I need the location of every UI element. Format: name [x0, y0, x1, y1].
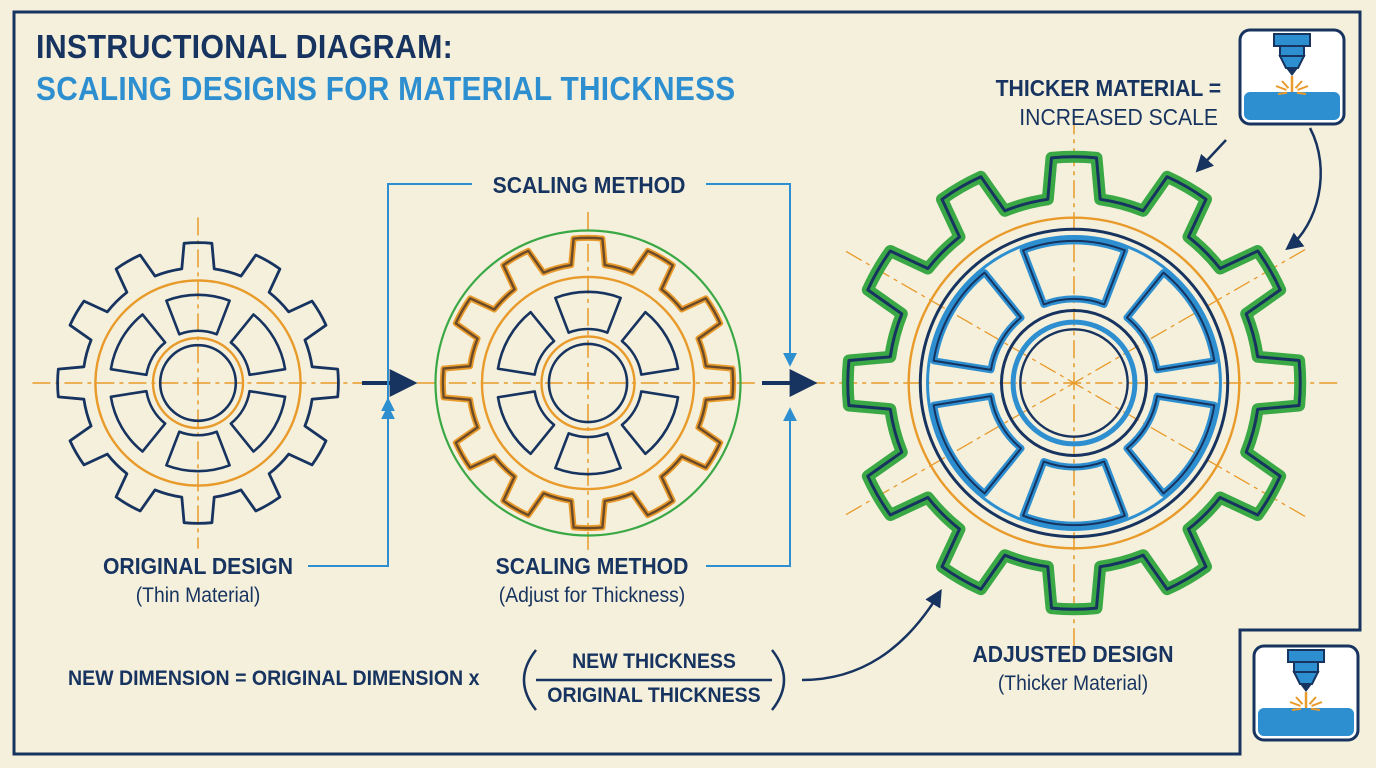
gear-outline	[441, 236, 735, 530]
laser-tip	[1286, 68, 1298, 76]
gear-window	[1125, 271, 1216, 371]
gear-window	[554, 432, 622, 476]
gear-window	[109, 389, 167, 453]
gear-window	[165, 430, 231, 473]
scaling-method-subtitle: (Adjust for Thickness)	[498, 584, 686, 607]
laser-spark	[1281, 80, 1290, 89]
pitch-circle	[907, 216, 1241, 550]
laser-spark	[1277, 91, 1288, 95]
gear-window	[229, 313, 287, 377]
gear-window	[1125, 395, 1216, 495]
laser-spark	[1296, 91, 1307, 95]
laser-spark	[1291, 707, 1302, 711]
formula-arrow	[801, 589, 942, 682]
scaling-method-gear	[416, 211, 760, 555]
adjusted-design-subtitle: (Thicker Material)	[997, 672, 1149, 695]
laser-spark	[1310, 707, 1321, 711]
gear-window	[1022, 239, 1126, 306]
laser-spark	[1308, 696, 1317, 705]
callout-subtitle: INCREASED SCALE	[1019, 104, 1218, 130]
hub-hole	[1019, 328, 1129, 438]
rim-ring	[926, 235, 1222, 531]
hub-ring	[151, 336, 245, 430]
laser-spark	[1294, 80, 1303, 89]
method-bracket-bottom-left	[308, 405, 395, 567]
callout-arrow-from-icon	[1285, 127, 1322, 251]
method-bracket-bottom-right	[706, 407, 797, 567]
hub-ring	[540, 335, 636, 431]
callout-title: THICKER MATERIAL =	[995, 75, 1221, 101]
laser-cutter-icon	[1252, 644, 1360, 742]
laser-head-mid	[1279, 45, 1305, 57]
gear-window	[620, 310, 680, 376]
laser-head-top	[1287, 649, 1325, 663]
gear-window	[932, 271, 1023, 371]
laser-spark	[1289, 701, 1301, 707]
page-title: INSTRUCTIONAL DIAGRAM:	[36, 28, 454, 65]
centerline	[842, 249, 1306, 517]
adjusted-design-title: ADJUSTED DESIGN	[972, 641, 1174, 667]
laser-spark	[1311, 701, 1323, 707]
gear-window	[554, 290, 622, 334]
hub-hole	[158, 343, 238, 423]
gear-window	[229, 389, 287, 453]
pitch-circle	[94, 279, 302, 487]
original-design-title: ORIGINAL DESIGN	[102, 553, 294, 579]
formula-numerator: NEW THICKNESS	[572, 650, 736, 673]
laser-spark	[1275, 85, 1287, 91]
page-subtitle: SCALING DESIGNS FOR MATERIAL THICKNESS	[36, 70, 736, 107]
method-bracket-top-left	[381, 183, 472, 412]
method-bracket-top-right	[706, 183, 797, 367]
gear-outline	[56, 241, 340, 525]
laser-head-top	[1273, 33, 1311, 47]
laser-bed	[1244, 92, 1340, 120]
hub-ring	[1010, 319, 1138, 447]
gear-window	[620, 390, 680, 456]
outer-frame	[12, 10, 1362, 756]
original-gear	[32, 217, 364, 549]
scaling-boundary-circle	[434, 229, 742, 537]
scaling-method-title: SCALING METHOD	[495, 553, 689, 579]
hub-hole	[547, 342, 629, 424]
pitch-circle	[480, 275, 696, 491]
left-paren	[522, 649, 537, 711]
formula-denominator: ORIGINAL THICKNESS	[547, 684, 761, 707]
gear-window	[496, 310, 556, 376]
gear-window	[932, 395, 1023, 495]
laser-tip	[1300, 684, 1312, 692]
laser-bed	[1258, 708, 1354, 736]
formula-lhs: NEW DIMENSION = ORIGINAL DIMENSION x	[68, 667, 480, 690]
gear-window	[1022, 460, 1126, 527]
original-design-subtitle: (Thin Material)	[135, 584, 261, 607]
laser-cutter-icon	[1238, 28, 1346, 126]
rim-ring	[918, 227, 1230, 539]
laser-head-mid	[1293, 661, 1319, 673]
callout-arrow	[1195, 139, 1227, 173]
adjusted-gear	[807, 116, 1341, 650]
right-paren	[771, 649, 786, 711]
laser-spark	[1295, 696, 1304, 705]
gear-outline	[846, 155, 1302, 611]
gear-window	[165, 293, 231, 336]
bracket-label: SCALING METHOD	[492, 172, 686, 198]
hub-ring	[1000, 309, 1148, 457]
gear-window	[109, 313, 167, 377]
gear-window	[496, 390, 556, 456]
laser-spark	[1297, 85, 1309, 91]
